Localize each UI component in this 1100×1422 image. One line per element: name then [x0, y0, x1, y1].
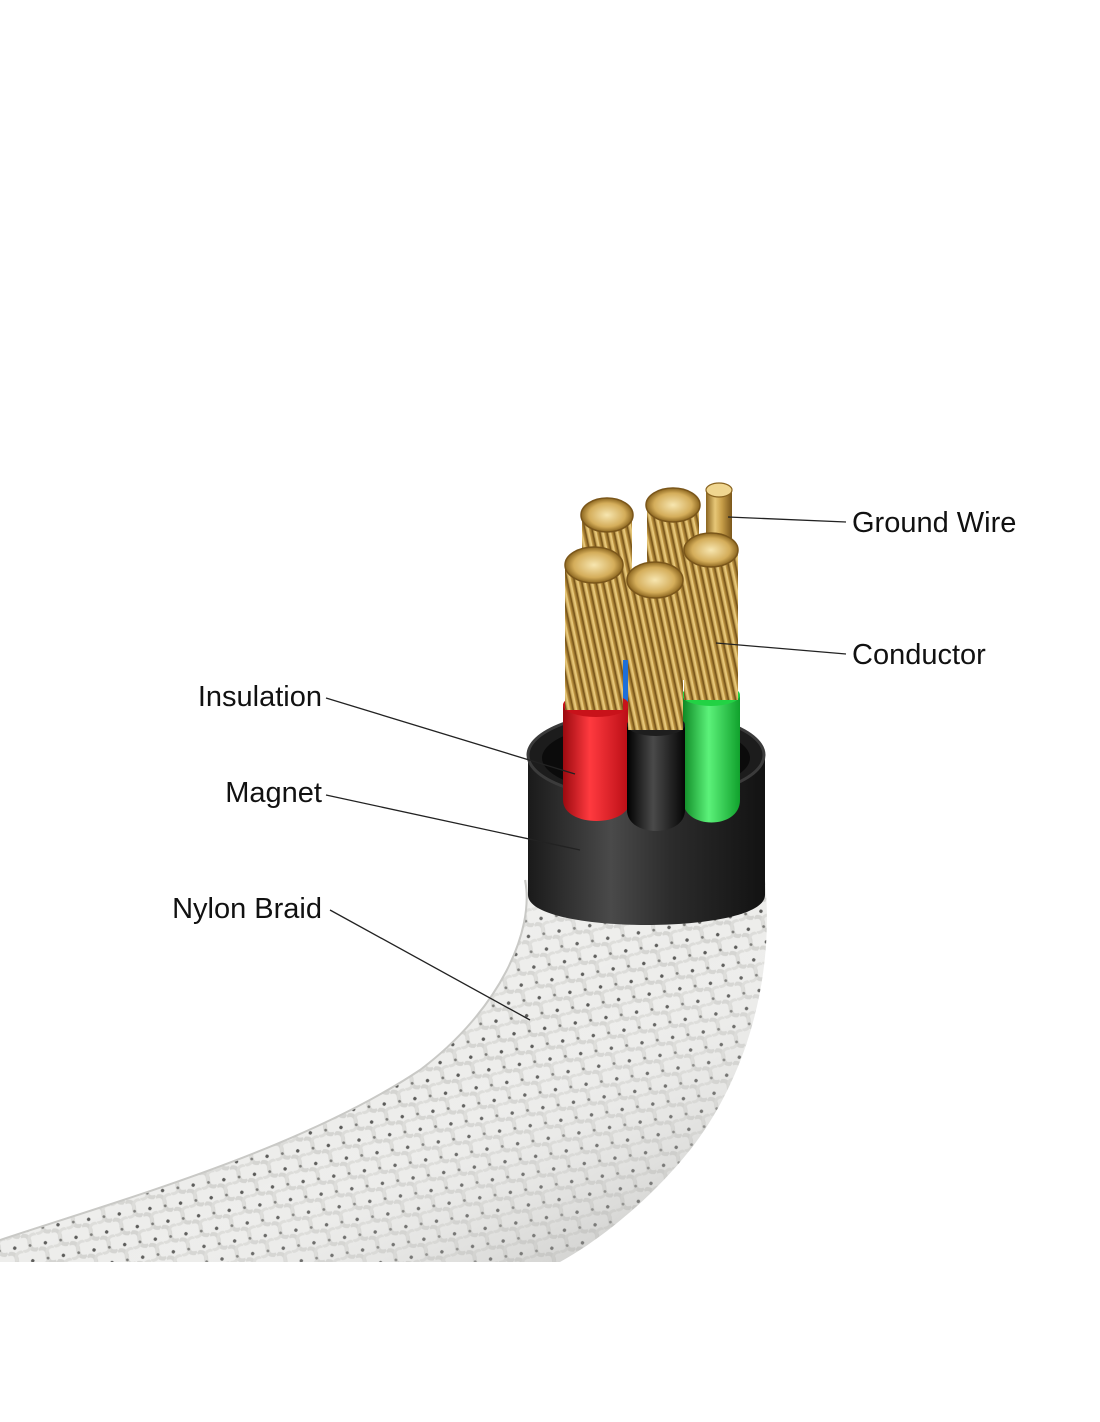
label-insulation: Insulation: [198, 681, 322, 713]
insulation-black: [627, 725, 685, 831]
conductor-strands: [684, 550, 738, 700]
leader-line-insulation: [325, 697, 576, 775]
conductor-end-face: [683, 532, 739, 568]
braid-top-edge: [0, 879, 528, 1241]
conductor-strands: [565, 565, 623, 710]
label-magnet: Magnet: [225, 777, 322, 809]
conductor-strands: [628, 580, 683, 730]
insulation-green: [683, 695, 740, 823]
leader-lines: [325, 516, 847, 1021]
conductor-end-face: [626, 561, 684, 599]
leader-line-ground-wire: [727, 516, 847, 523]
leader-line-magnet: [325, 794, 581, 851]
front-wires: [563, 532, 740, 831]
label-conductor: Conductor: [852, 639, 986, 671]
leader-line-conductor: [715, 642, 847, 655]
insulation-red: [563, 705, 630, 821]
nylon-braid-jacket: [0, 879, 767, 1262]
conductor-end-face: [564, 546, 624, 584]
conductor-end-face: [580, 497, 634, 533]
callout-labels: Ground Wire Conductor Insulation Magnet …: [172, 507, 1016, 925]
label-nylon-braid: Nylon Braid: [172, 893, 322, 925]
conductor-end-face: [645, 487, 701, 523]
cable-body-shading: [0, 880, 767, 1262]
ground-wire-end-face: [705, 482, 733, 498]
label-ground-wire: Ground Wire: [852, 507, 1016, 539]
leader-line-nylon-braid: [329, 909, 531, 1021]
